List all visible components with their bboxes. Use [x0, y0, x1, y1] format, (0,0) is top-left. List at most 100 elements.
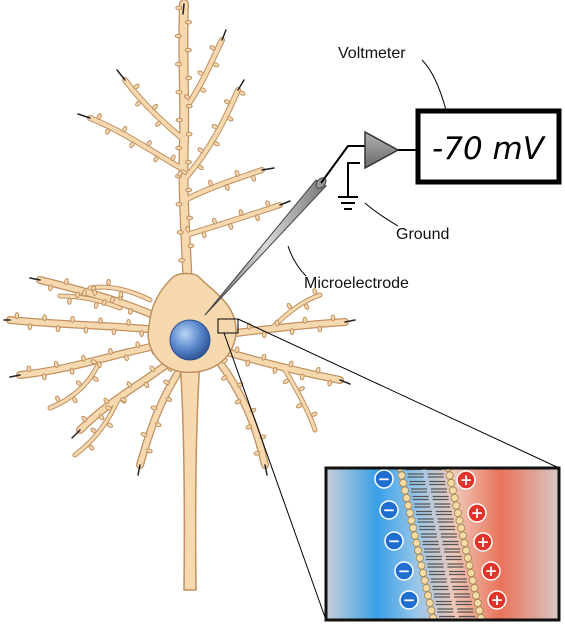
- spine: [82, 289, 87, 297]
- ions: −−−−−+++++: [374, 469, 507, 610]
- lipid-head: [397, 471, 406, 480]
- negative-ion: [374, 469, 394, 489]
- spine: [199, 87, 207, 93]
- lipid-head: [465, 561, 474, 570]
- negative-ion: [399, 590, 419, 610]
- lipid-head: [415, 554, 424, 563]
- spine: [48, 284, 53, 292]
- spine: [126, 381, 133, 388]
- zoom-marker: [217, 318, 239, 334]
- spine: [261, 353, 267, 361]
- spine: [175, 201, 183, 207]
- lipid-head: [410, 531, 419, 540]
- spine: [111, 328, 117, 336]
- spine: [96, 113, 102, 120]
- positive-ion-symbol: +: [477, 533, 490, 551]
- spine: [238, 209, 244, 217]
- negative-ion-symbol: −: [388, 532, 401, 550]
- spine: [185, 75, 193, 81]
- spine: [108, 348, 113, 355]
- lipid-head: [463, 554, 472, 563]
- spine: [90, 359, 98, 365]
- dendrites: [7, 0, 348, 468]
- spine: [197, 147, 204, 153]
- spine: [184, 19, 192, 25]
- spine: [221, 375, 228, 381]
- spine: [83, 326, 89, 334]
- spine: [69, 367, 75, 375]
- positive-ion: [473, 532, 493, 552]
- ground-wire: [347, 162, 360, 196]
- spine: [209, 45, 216, 51]
- spine: [81, 415, 88, 422]
- spine: [170, 154, 176, 161]
- nucleus: [169, 319, 211, 361]
- lipid-head: [455, 516, 464, 525]
- spine: [184, 47, 192, 53]
- voltmeter-label: Voltmeter: [338, 45, 406, 62]
- spine: [143, 381, 150, 389]
- spine: [317, 325, 323, 333]
- spine: [118, 290, 124, 298]
- ground-icon: [338, 196, 358, 210]
- spine: [315, 366, 321, 374]
- lipid-head: [420, 576, 429, 585]
- spine: [122, 125, 128, 133]
- membrane-inset: −−−−−+++++: [324, 466, 561, 626]
- spine: [255, 214, 260, 222]
- spine: [105, 405, 112, 411]
- spine: [178, 257, 186, 263]
- positive-ion: [481, 561, 501, 581]
- spine: [135, 341, 141, 349]
- spine: [129, 141, 135, 148]
- lipid-head: [402, 493, 411, 502]
- neuron: [3, 0, 356, 591]
- spine: [101, 299, 107, 306]
- spine: [286, 302, 293, 310]
- positive-ion: [456, 470, 476, 490]
- spine: [41, 373, 47, 381]
- spine: [145, 448, 153, 454]
- spine: [103, 397, 110, 404]
- negative-ion-symbol: −: [403, 591, 416, 609]
- spine: [302, 316, 308, 324]
- lipid-head: [445, 471, 454, 480]
- negative-ion-symbol: −: [378, 470, 391, 488]
- spine: [184, 94, 191, 100]
- spine: [175, 61, 183, 67]
- spine: [274, 319, 280, 327]
- lipid-head: [467, 569, 476, 578]
- spine: [185, 187, 193, 193]
- spine: [88, 444, 95, 451]
- spine: [212, 217, 217, 225]
- lipid-head: [400, 486, 409, 495]
- lipid-head: [460, 539, 469, 548]
- lipid-head: [404, 501, 413, 510]
- spine: [153, 155, 159, 163]
- spine: [155, 120, 162, 127]
- spine: [120, 397, 127, 403]
- lipid-head: [450, 493, 459, 502]
- spine: [288, 360, 294, 368]
- spine: [197, 70, 204, 76]
- positive-ion-symbol: +: [460, 471, 473, 489]
- spine: [105, 128, 111, 135]
- spine: [67, 297, 72, 305]
- spine: [226, 116, 234, 122]
- negative-ion: [379, 500, 399, 520]
- axon: [179, 359, 201, 591]
- spine: [197, 164, 204, 171]
- spine: [124, 354, 129, 362]
- positive-ion: [467, 503, 487, 523]
- spine: [98, 414, 105, 421]
- spine: [128, 307, 133, 315]
- spine: [109, 296, 115, 304]
- voltmeter-display: [415, 108, 562, 185]
- lipid-head: [399, 478, 408, 487]
- spine: [175, 117, 183, 123]
- spine: [184, 159, 192, 165]
- spine: [139, 330, 145, 337]
- spine: [245, 359, 251, 367]
- lipid-head: [431, 622, 438, 626]
